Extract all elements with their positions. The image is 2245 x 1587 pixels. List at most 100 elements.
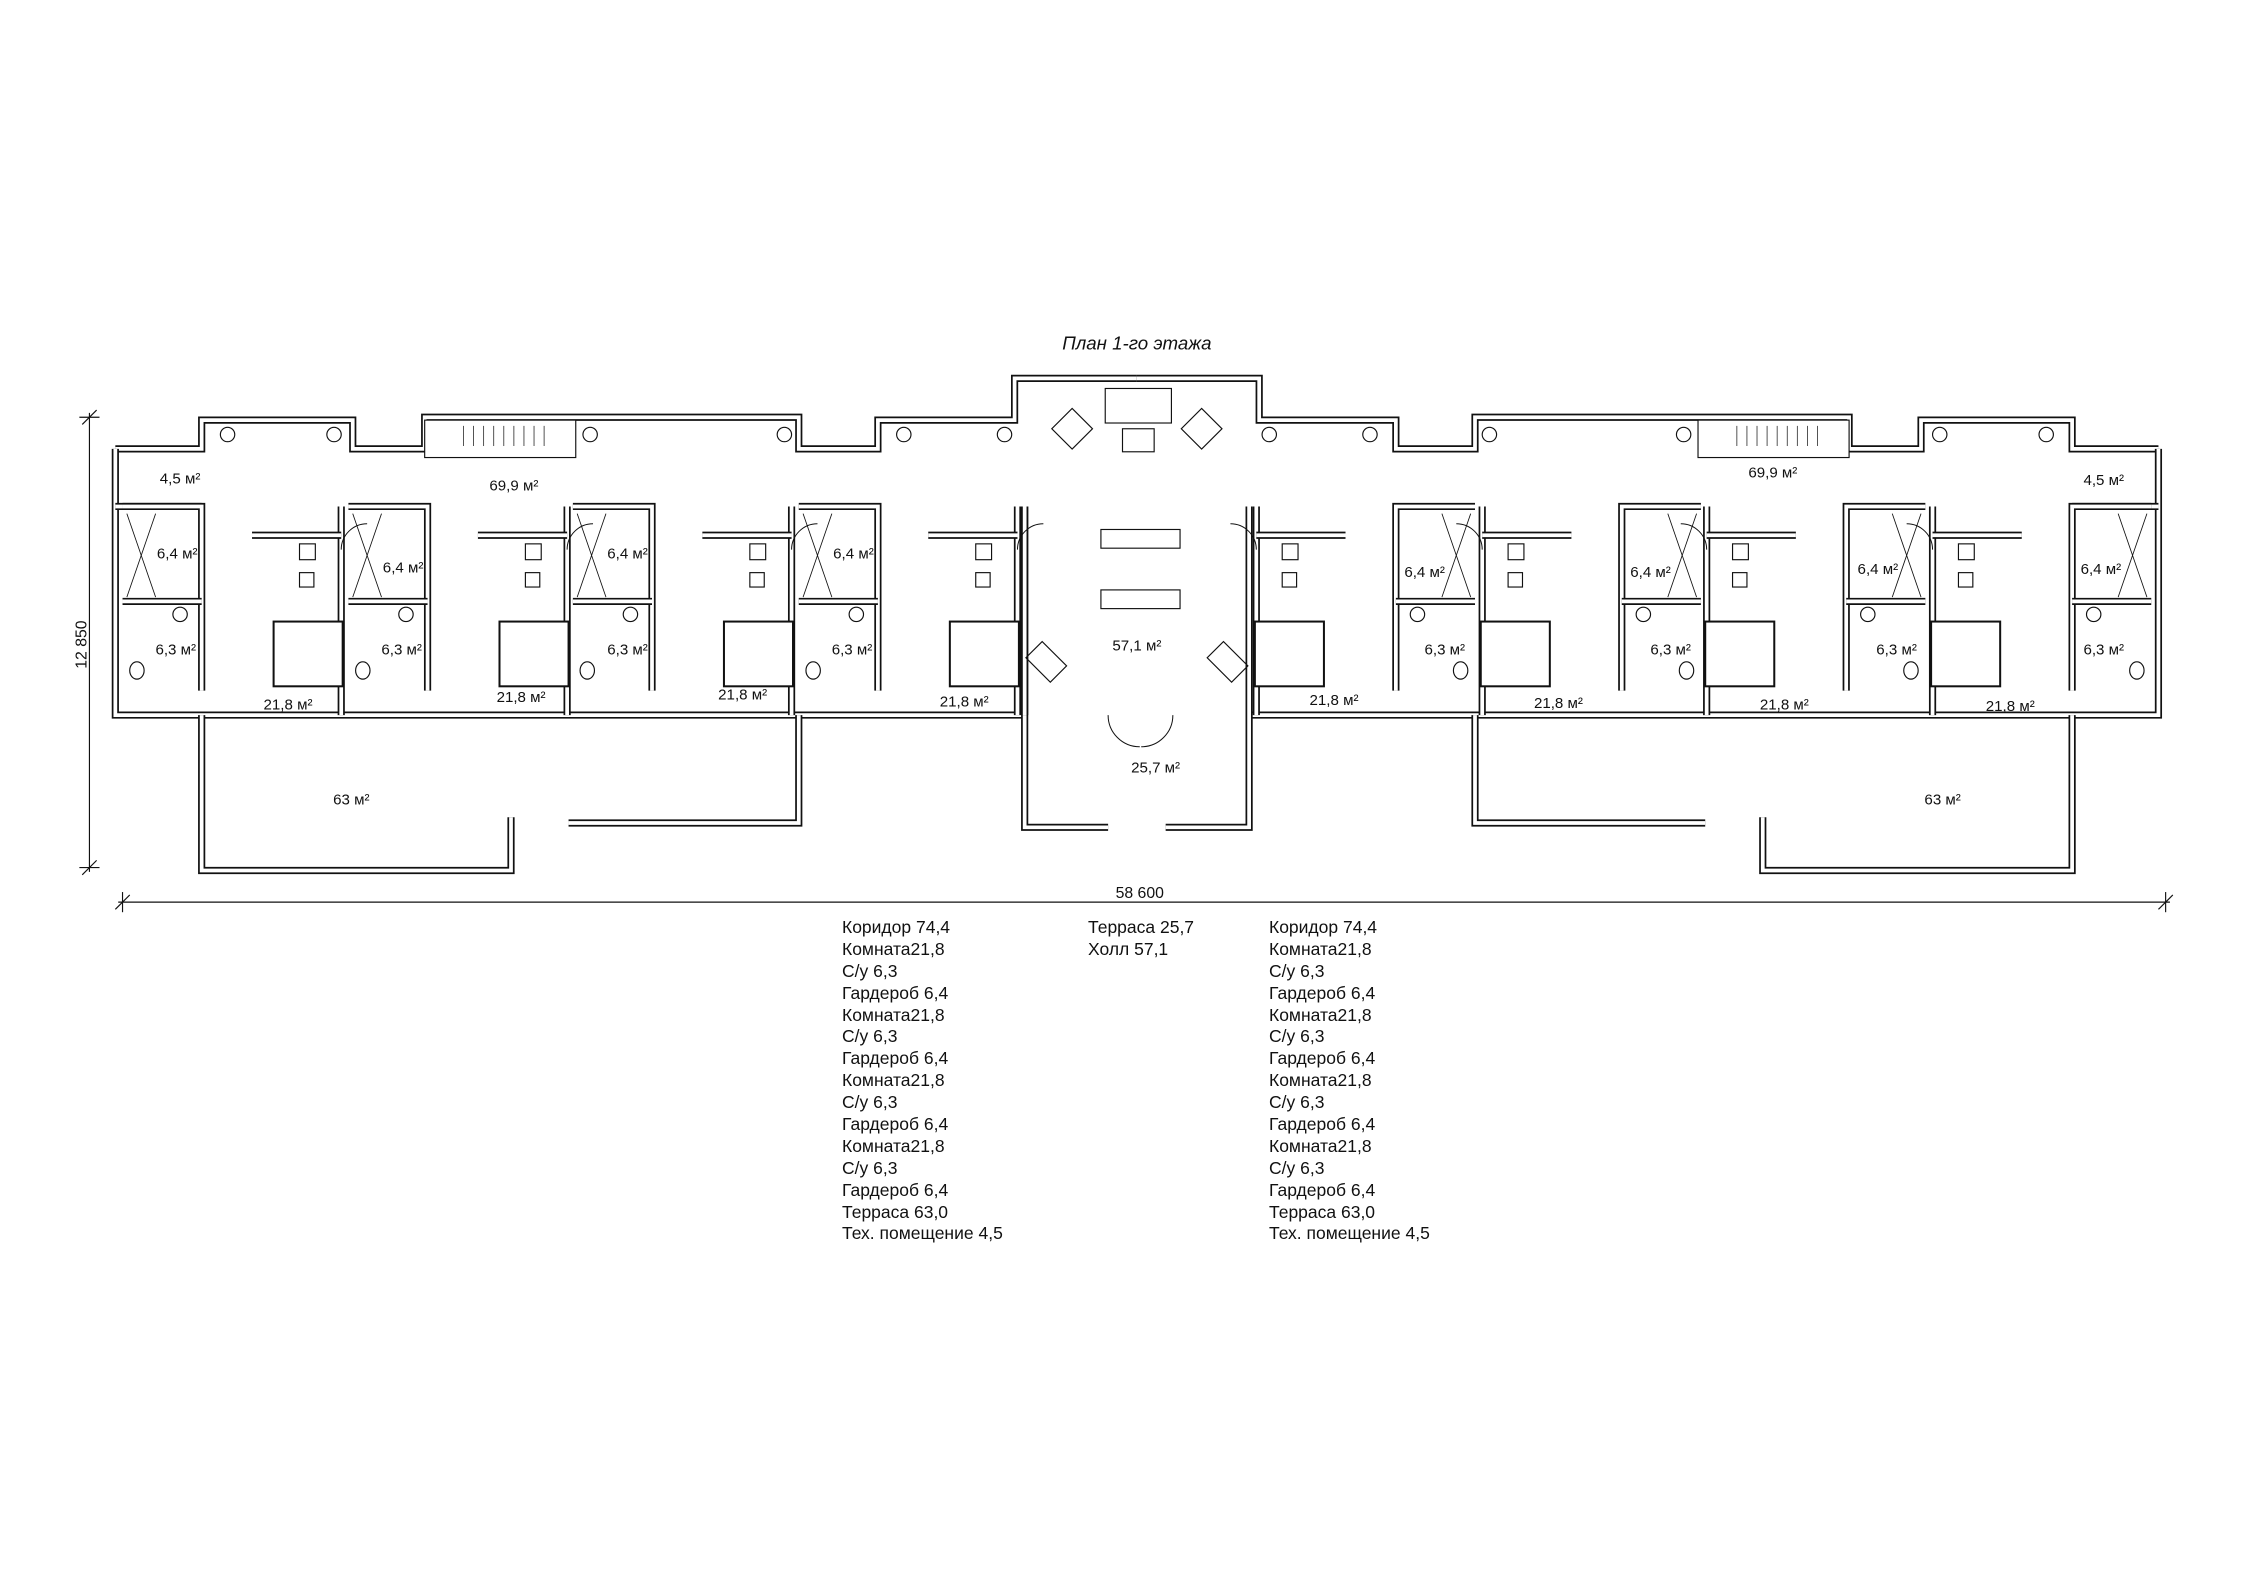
sink-icon: [2085, 606, 2102, 623]
area-label-bathroom: 6,3 м²: [1650, 642, 1691, 659]
terrace-wall-right-inner: [1760, 715, 2074, 873]
legend-item: Гардероб 6,4: [842, 1048, 949, 1069]
door-swing-icon[interactable]: [791, 523, 818, 550]
toilet-icon: [579, 661, 596, 680]
area-label-corridor: 69,9 м²: [489, 478, 538, 495]
furniture: [126, 387, 2148, 748]
legend-item: Коридор 74,4: [842, 917, 951, 937]
door-swing-icon[interactable]: [1906, 523, 1934, 550]
wardrobe-wall-inner: [122, 504, 204, 691]
legend-item: Терраса 63,0: [1269, 1201, 1376, 1222]
terrace-rail-left: [568, 715, 803, 827]
south-room-wall-left-inner: [113, 448, 1025, 717]
staircase-icon: [424, 419, 577, 459]
legend-item: С/у 6,3: [1269, 1157, 1325, 1178]
north-wall-left-inner: [115, 376, 1137, 451]
north-wall-right-inner: [1136, 376, 2159, 451]
terrace-rail-left-inner: [568, 715, 801, 825]
area-label-bathroom: 6,3 м²: [381, 642, 422, 659]
area-label-terrace: 63 м²: [333, 791, 369, 808]
toilet-icon: [355, 661, 371, 680]
legend-item: Гардероб 6,4: [1269, 1179, 1376, 1200]
area-label-wardrobe: 6,4 м²: [2081, 561, 2122, 578]
door-swing-icon[interactable]: [1230, 523, 1257, 550]
area-label-wardrobe: 6,4 м²: [1858, 561, 1899, 578]
sink-icon: [622, 606, 639, 623]
sink-icon: [172, 606, 188, 623]
table-icon: [298, 572, 315, 588]
area-label-wardrobe: 6,4 м²: [1630, 564, 1671, 581]
north-wall-left: [115, 374, 1137, 453]
area-label-corridor: 69,9 м²: [1748, 465, 1797, 482]
area-label-wardrobe: 6,4 м²: [833, 545, 874, 562]
hall-door-icon[interactable]: [1107, 715, 1174, 748]
plant-icon: [1931, 426, 1948, 443]
legend-item: Коридор 74,4: [1269, 917, 1378, 937]
area-label-bathroom: 6,3 м²: [155, 642, 196, 659]
sink-icon: [1409, 606, 1426, 623]
sofa-icon: [1100, 528, 1181, 549]
toilet-icon: [2129, 661, 2145, 680]
legend-item: Тех. помещение 4,5: [842, 1223, 1003, 1244]
legend-item: Гардероб 6,4: [1269, 1048, 1376, 1069]
legend-item: Тех. помещение 4,5: [1269, 1223, 1430, 1244]
armchair-icon: [1206, 640, 1249, 684]
area-label-bathroom: 6,3 м²: [2083, 642, 2124, 659]
area-label-bathroom: 6,3 м²: [607, 642, 648, 659]
legend-item: Комната21,8: [1269, 1070, 1372, 1091]
sink-icon: [398, 606, 414, 623]
legend-item: Комната21,8: [1269, 938, 1372, 959]
staircase-icon: [1697, 419, 1850, 459]
legend-item: Гардероб 6,4: [1269, 982, 1376, 1003]
plant-icon: [219, 426, 236, 443]
legend-item: Комната21,8: [842, 1004, 945, 1025]
area-label-bathroom: 6,3 м²: [1424, 642, 1465, 659]
door-swing-icon[interactable]: [340, 523, 368, 550]
bed-icon: [1704, 620, 1776, 688]
area-label-terrace: 63 м²: [1924, 791, 1960, 808]
door-swing-icon[interactable]: [1680, 523, 1708, 550]
wardrobe-wall-inner: [1844, 504, 1926, 691]
toilet-icon: [1452, 661, 1469, 680]
plant-icon: [1362, 426, 1378, 443]
wardrobe-wall-inner: [572, 504, 654, 691]
area-label-wardrobe: 6,4 м²: [1404, 564, 1445, 581]
plant-icon: [2038, 426, 2054, 443]
plant-icon: [896, 426, 912, 443]
door-swing-icon[interactable]: [1456, 523, 1483, 550]
terrace-wall-right: [1759, 715, 2076, 875]
legend-item: Комната21,8: [842, 938, 945, 959]
armchair-icon: [1050, 407, 1094, 450]
wardrobe-icon: [1441, 513, 1472, 598]
bed-icon: [722, 620, 795, 688]
sofa-icon: [1100, 589, 1181, 610]
sofa-icon: [1104, 387, 1172, 424]
area-label-room: 21,8 м²: [264, 696, 313, 713]
legend-item: С/у 6,3: [842, 960, 898, 981]
plant-icon: [582, 426, 598, 443]
wardrobe-wall-inner: [348, 504, 430, 691]
area-label-bathroom: 6,3 м²: [832, 642, 873, 659]
door-swing-icon[interactable]: [1016, 523, 1044, 550]
door-swing-icon[interactable]: [566, 523, 594, 550]
plant-icon: [1261, 426, 1278, 443]
area-label-room: 21,8 м²: [1534, 695, 1583, 712]
area-label-tech-room: 4,5 м²: [2083, 472, 2124, 489]
legend-item: С/у 6,3: [1269, 960, 1325, 981]
wardrobe-wall-inner: [1619, 504, 1701, 691]
area-label-center-terrace: 25,7 м²: [1131, 760, 1180, 777]
hall-wall-right-inner: [1165, 506, 1251, 830]
table-icon: [1731, 572, 1748, 588]
area-label-wardrobe: 6,4 м²: [157, 545, 198, 562]
legend-item: С/у 6,3: [1269, 1026, 1325, 1047]
width-dimension-label: 58 600: [1116, 885, 1165, 902]
plant-icon: [1675, 426, 1692, 443]
armchair-icon: [1180, 407, 1223, 450]
wardrobe-icon: [576, 513, 607, 598]
area-label-room: 21,8 м²: [940, 693, 989, 710]
